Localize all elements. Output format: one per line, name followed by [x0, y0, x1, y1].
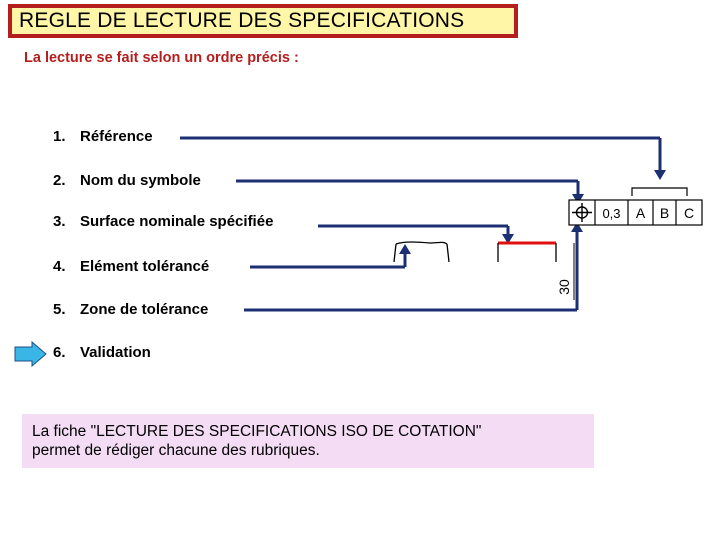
step-2: 2. Nom du symbole: [53, 172, 201, 189]
step-label: Surface nominale spécifiée: [80, 213, 274, 230]
dimension-value: 30: [556, 279, 572, 295]
datum-bracket: [631, 187, 688, 196]
step-4: 4. Elément tolérancé: [53, 258, 209, 275]
datum-a: A: [636, 205, 646, 221]
step-number: 5.: [53, 301, 66, 318]
toleranced-element: [393, 241, 450, 263]
page-title: REGLE DE LECTURE DES SPECIFICATIONS: [19, 9, 465, 32]
right-arrow-icon: [14, 341, 47, 367]
step-1: 1. Référence: [53, 128, 153, 145]
step-number: 3.: [53, 213, 66, 230]
subtitle: La lecture se fait selon un ordre précis…: [24, 50, 299, 66]
arrowhead-zone: [571, 222, 583, 232]
step-3: 3. Surface nominale spécifiée: [53, 213, 273, 230]
arrowhead-symbol: [572, 194, 584, 204]
feature-control-frame: 0,3 A B C: [568, 199, 703, 226]
specified-surface: [497, 241, 557, 262]
step-number: 4.: [53, 258, 66, 275]
step-label: Elément tolérancé: [80, 258, 210, 275]
step-5: 5. Zone de tolérance: [53, 301, 208, 318]
connector-lines: [180, 136, 662, 312]
arrowhead-element: [399, 244, 411, 254]
step-number: 6.: [53, 344, 66, 361]
note-line-1: La fiche "LECTURE DES SPECIFICATIONS ISO…: [32, 423, 482, 440]
position-icon: [572, 203, 592, 222]
note-line-2: permet de rédiger chacune des rubriques.: [32, 442, 320, 459]
step-label: Validation: [80, 344, 151, 361]
arrowhead-surface: [502, 234, 514, 244]
step-label: Nom du symbole: [80, 172, 201, 189]
note-box: La fiche "LECTURE DES SPECIFICATIONS ISO…: [22, 414, 594, 468]
datum-c: C: [684, 205, 694, 221]
tolerance-value: 0,3: [602, 206, 620, 221]
arrowhead-reference: [654, 170, 666, 180]
step-6: 6. Validation: [53, 344, 151, 361]
arrowheads: [399, 170, 666, 254]
step-label: Zone de tolérance: [80, 301, 209, 318]
dimension-callout: 30: [556, 243, 575, 300]
step-label: Référence: [80, 128, 153, 145]
step-number: 2.: [53, 172, 66, 189]
title-box: REGLE DE LECTURE DES SPECIFICATIONS: [8, 4, 518, 38]
step-number: 1.: [53, 128, 66, 145]
datum-b: B: [660, 205, 669, 221]
